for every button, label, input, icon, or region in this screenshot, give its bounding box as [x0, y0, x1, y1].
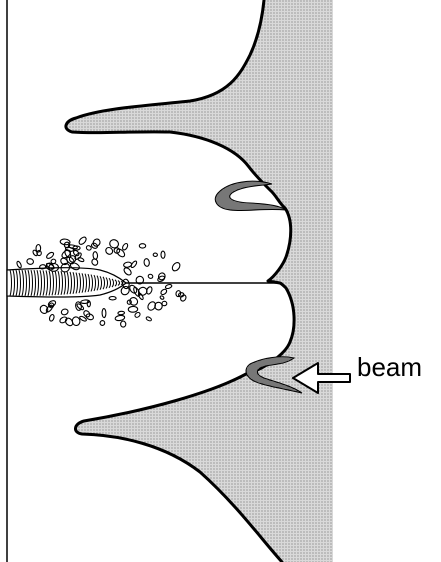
debris-particle	[128, 296, 139, 307]
debris-particle	[161, 251, 165, 258]
debris-particle	[45, 304, 53, 313]
debris-particle	[61, 308, 69, 316]
debris-particle	[165, 284, 172, 289]
debris-particle	[93, 252, 98, 260]
debris-particle	[39, 264, 46, 269]
debris-particle	[139, 244, 145, 248]
debris-particle	[171, 261, 182, 272]
debris-particle	[144, 258, 150, 266]
debris-particle	[130, 260, 138, 268]
debris-particle	[123, 267, 133, 277]
debris-particle	[46, 251, 55, 259]
debris-particle	[148, 274, 154, 280]
debris-particle	[49, 314, 55, 322]
debris-particle	[115, 315, 125, 322]
debris-particle	[153, 253, 157, 257]
debris-particle	[91, 258, 99, 266]
debris-particle	[146, 300, 157, 311]
debris-particle	[121, 321, 126, 327]
debris-particle	[39, 304, 49, 315]
debris-particle	[16, 261, 22, 269]
debris-particle	[160, 288, 168, 295]
debris-particle	[128, 306, 138, 312]
debris-particle	[78, 236, 88, 246]
debris-particle	[26, 258, 34, 265]
debris-particle	[60, 239, 70, 246]
debris-particle	[146, 316, 152, 321]
debris-particle	[118, 311, 125, 315]
debris-particle	[115, 248, 126, 259]
debris-particle	[102, 309, 106, 318]
beam-label: beam	[357, 354, 422, 380]
debris-particle	[59, 316, 68, 324]
debris-particle	[160, 295, 165, 300]
debris-particle	[77, 257, 84, 262]
debris-particle	[121, 243, 128, 251]
debris-particle	[100, 320, 106, 326]
debris-particle	[109, 297, 116, 300]
debris-particle	[127, 300, 132, 305]
